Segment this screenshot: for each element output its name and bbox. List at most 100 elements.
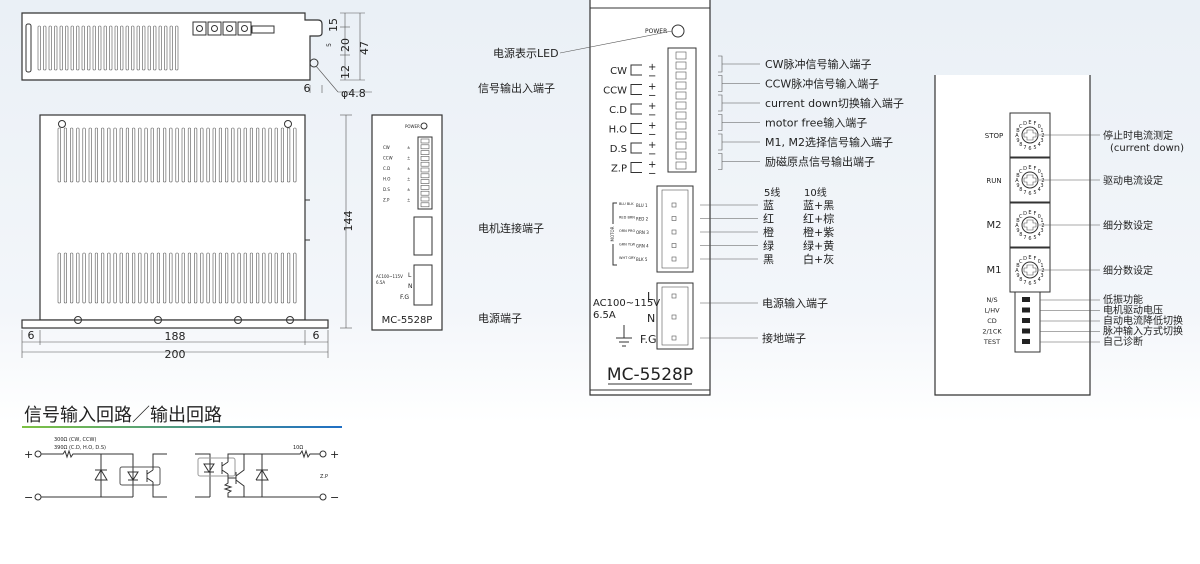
vent-slot [262, 127, 266, 183]
dip-label: N/S [986, 296, 997, 304]
vent-slot [158, 25, 162, 71]
terminal-pin [420, 150, 430, 155]
wire-header-10: 10线 [804, 186, 827, 199]
dial-digit: C [1019, 259, 1023, 265]
dip-toggle[interactable] [1022, 307, 1030, 313]
plus: + [648, 82, 656, 93]
dial-digit: 7 [1023, 190, 1026, 196]
cross-icon [1023, 219, 1037, 231]
dip-label: TEST [983, 338, 1000, 346]
vent-slot [125, 127, 129, 183]
screw-icon [154, 316, 162, 324]
vent-slot [200, 127, 204, 183]
out-plus: + [330, 448, 339, 461]
dial-digit: E [1028, 255, 1031, 261]
dim-5: 5 [326, 43, 333, 47]
plus: + [648, 160, 656, 171]
vent-slot [231, 252, 235, 304]
terminal-pin [671, 256, 677, 262]
vent-slot [169, 252, 173, 304]
dip-toggle[interactable] [1022, 339, 1030, 344]
polarity: ± [407, 166, 410, 171]
minus: − [648, 71, 656, 82]
dim-20: 20 [339, 38, 352, 52]
vent-slot [57, 127, 61, 183]
terminal-pin [420, 173, 430, 179]
power-led-label: POWER [645, 28, 667, 35]
minus: − [648, 130, 656, 141]
vent-slot [287, 127, 291, 183]
vent-slot [87, 25, 91, 71]
vent-slot [231, 127, 235, 183]
dip-toggle[interactable] [1022, 318, 1030, 323]
dial-digit: 2 [1041, 133, 1044, 139]
small-signal-label: Z.P [383, 198, 390, 203]
dip-label: L/HV [984, 307, 1000, 315]
rotary-switch [207, 21, 222, 36]
plus: + [648, 101, 656, 112]
vent-slot [63, 127, 67, 183]
model-name: MC-5528P [607, 365, 693, 385]
dip-toggle[interactable] [1022, 297, 1030, 302]
rotary-dial[interactable] [1021, 126, 1039, 144]
vent-slot [212, 127, 216, 183]
dip-label: CD [987, 317, 997, 325]
screw-icon [284, 120, 292, 128]
vent-slot [169, 25, 173, 71]
wire-10: 白+灰 [803, 252, 834, 266]
dip-label: 2/1CK [982, 328, 1002, 336]
dial-digit: 6 [1028, 191, 1031, 197]
cross-icon [1023, 264, 1037, 276]
vent-slot [293, 252, 297, 304]
rotary-dial[interactable] [1021, 171, 1039, 189]
vent-slot [54, 25, 58, 71]
dial-digit: F [1034, 166, 1037, 172]
vent-slot [37, 25, 41, 71]
power-callouts: 电源输入端子 接地端子 [700, 296, 828, 345]
dip-toggle[interactable] [1022, 328, 1030, 334]
dial-desc2: (current down) [1110, 143, 1184, 154]
label-power-terminal: 电源端子 [478, 311, 522, 325]
leader-line [718, 153, 760, 170]
small-signal-label: C.D [383, 166, 390, 171]
dial-digit: 4 [1038, 277, 1041, 283]
vent-slot [256, 252, 260, 304]
vent-slot [150, 252, 154, 304]
signal-label: D.S [610, 144, 627, 155]
vent-slot [65, 25, 69, 71]
dial-digit: 8 [1019, 277, 1022, 283]
polarity: ± [407, 177, 410, 182]
terminal-pin [675, 131, 687, 140]
vent-slot [287, 252, 291, 304]
terminal-pin [671, 229, 677, 235]
dial-digit: 1 [1040, 128, 1043, 134]
vent-slot [82, 252, 86, 304]
polarity: ± [407, 145, 410, 150]
vent-slot [175, 252, 179, 304]
dial-digit: 1 [1040, 218, 1043, 224]
rotary-dial[interactable] [1021, 261, 1039, 279]
dial-digit: 5 [1033, 190, 1036, 196]
vent-slot [156, 252, 160, 304]
terminal-l: L [647, 290, 654, 303]
motor-wire-label: WHT GRY [619, 256, 636, 260]
vent-slot [218, 127, 222, 183]
vent-slot [187, 127, 191, 183]
rotary-dial[interactable] [1021, 216, 1039, 234]
title-rule [22, 426, 342, 428]
wire-5: 黑 [763, 253, 774, 266]
dial-digit: 8 [1019, 187, 1022, 193]
signal-label: CCW [603, 86, 627, 97]
signal-label: H.O [609, 125, 628, 136]
terminal-pin [671, 216, 677, 221]
vent-slot [81, 25, 85, 71]
pin-n: N [408, 283, 413, 290]
cross-icon [1023, 129, 1037, 141]
dim-200: 200 [165, 348, 186, 361]
terminal-pin [420, 196, 430, 202]
vent-slot [153, 25, 157, 71]
pin-l: L [408, 272, 412, 279]
wire-10: 红+棕 [803, 212, 834, 226]
vent-slot [274, 127, 278, 183]
